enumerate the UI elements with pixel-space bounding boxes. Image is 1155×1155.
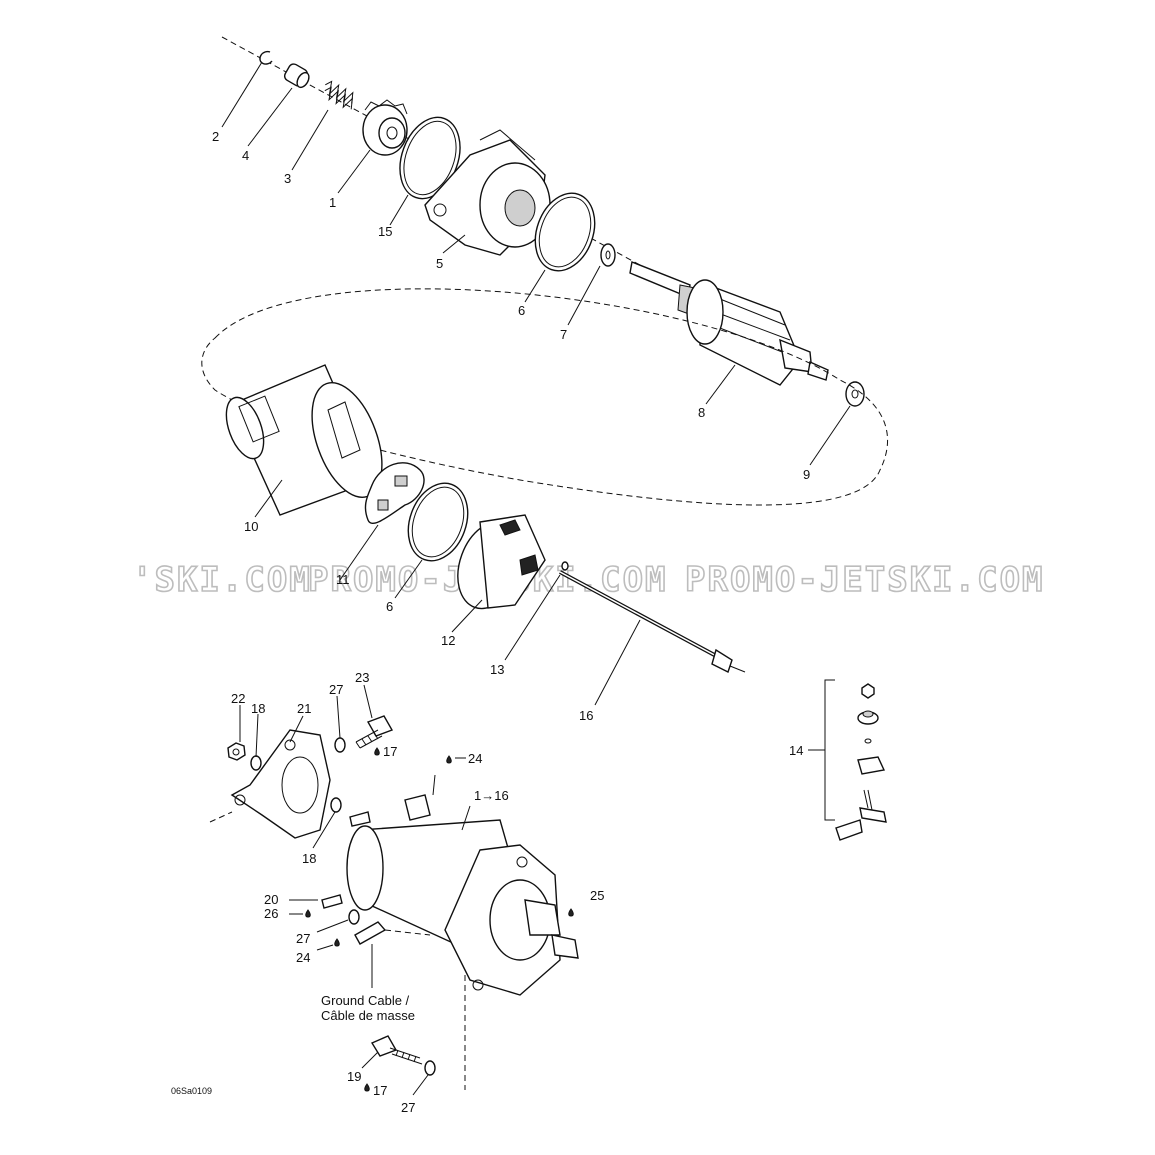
washer-27-mid-part	[348, 909, 360, 925]
drive-pinion-part	[362, 99, 408, 156]
mounting-bracket-part	[209, 729, 331, 839]
callout-24-top: 24	[468, 751, 482, 766]
callout-27-top: 27	[329, 682, 343, 697]
callout-14: 14	[789, 743, 803, 758]
washer-27-bottom-part	[424, 1060, 436, 1076]
brush-holder-part	[364, 462, 425, 524]
callout-3: 3	[284, 171, 291, 186]
callout-19: 19	[347, 1069, 361, 1084]
terminal-kit-group	[808, 679, 887, 841]
bolt-23-part	[355, 715, 394, 749]
callout-21: 21	[297, 701, 311, 716]
retaining-ring-part	[259, 50, 273, 65]
thrust-washer-7-part	[600, 243, 616, 267]
callout-13: 13	[490, 662, 504, 677]
callout-1-to-16: 1→16	[474, 788, 509, 803]
screw-20-part	[321, 894, 343, 909]
callout-18-top: 18	[251, 701, 265, 716]
watermark-left: 'SKI.COM	[132, 560, 312, 600]
small-o-ring-part	[561, 561, 569, 571]
callout-5: 5	[436, 256, 443, 271]
bushing-part	[283, 63, 310, 89]
callout-8: 8	[698, 405, 705, 420]
callout-24-mid: 24	[296, 950, 310, 965]
callout-20: 20	[264, 892, 278, 907]
callout-2: 2	[212, 129, 219, 144]
callout-22: 22	[231, 691, 245, 706]
washer-18-lower-part	[330, 797, 342, 813]
o-ring-6-top-part	[534, 192, 596, 272]
end-cover-part	[457, 514, 546, 610]
ground-cable-terminal-part	[354, 921, 431, 988]
through-bolt-part	[559, 570, 746, 673]
o-ring-6-mid-part	[407, 482, 469, 562]
washer-27-top-part	[334, 737, 346, 753]
starter-motor-part	[346, 774, 579, 996]
callout-15: 15	[378, 224, 392, 239]
yoke-frame-part	[225, 364, 383, 516]
callout-9: 9	[803, 467, 810, 482]
ground-cable-caption-line2: Câble de masse	[321, 1008, 415, 1023]
callout-6-mid: 6	[386, 599, 393, 614]
callout-12: 12	[441, 633, 455, 648]
leader-lines	[221, 61, 851, 1096]
callout-7: 7	[560, 327, 567, 342]
callout-25: 25	[590, 888, 604, 903]
callout-17-top: 17	[383, 744, 397, 759]
callout-16: 16	[579, 708, 593, 723]
bolt-19-part	[370, 1035, 423, 1065]
callout-1: 1	[329, 195, 336, 210]
spring-part	[324, 80, 354, 110]
callout-4: 4	[242, 148, 249, 163]
callout-27-mid: 27	[296, 931, 310, 946]
watermark-right: PROMO-JETSKI.COM	[685, 560, 1045, 600]
thread-locker-drop-icons	[305, 747, 574, 1092]
callout-23: 23	[355, 670, 369, 685]
nut-22-part	[227, 742, 246, 761]
callout-18-lower: 18	[302, 851, 316, 866]
o-ring-15-part	[399, 116, 461, 200]
callout-17-bottom: 17	[373, 1083, 387, 1098]
callout-11: 11	[336, 572, 350, 587]
callout-26: 26	[264, 906, 278, 921]
callout-10: 10	[244, 519, 258, 534]
figure-code: 06Sa0109	[171, 1086, 212, 1096]
callout-27-bottom: 27	[401, 1100, 415, 1115]
armature-part	[629, 261, 829, 386]
drive-housing-part	[424, 129, 551, 256]
callout-6-top: 6	[518, 303, 525, 318]
assembly-dashed-loop	[201, 288, 888, 506]
ground-cable-caption-line1: Ground Cable /	[321, 993, 410, 1008]
washer-18-top-part	[250, 755, 262, 771]
thrust-washer-9-part	[845, 381, 865, 407]
